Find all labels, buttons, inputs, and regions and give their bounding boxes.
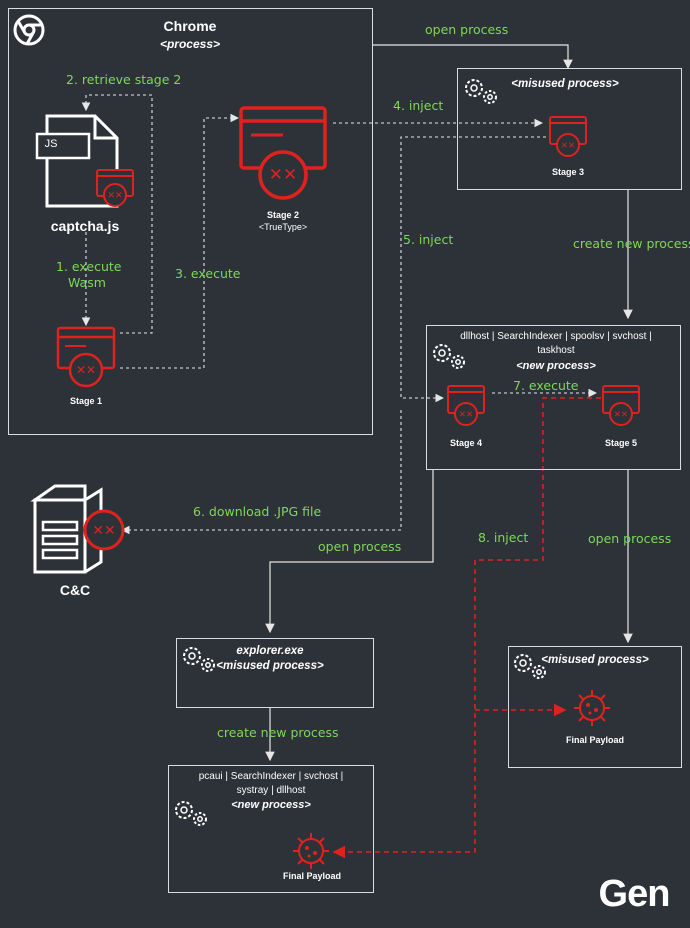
final-payload-right-label: Final Payload [565,735,625,745]
label-inject-8: 8. inject [478,530,529,545]
stage1-label: Stage 1 [69,396,102,406]
new-process-box-bottom [168,765,374,893]
new-process-mid-subtitle: <new process> [516,360,596,372]
stage3-label: Stage 3 [551,167,584,177]
edge-inject-5 [400,136,552,403]
stage1-malware-icon: ✕✕ [56,326,116,388]
js-file-ext: JS [44,138,58,150]
new-process-box-mid [426,325,681,470]
gen-logo: Gen [598,873,671,915]
stage5-label: Stage 5 [604,438,637,448]
label-execute-7: 7. execute [513,378,579,393]
edge-open-process-1 [373,44,573,70]
new-process-bottom-line2: systray | dllhost [236,785,306,796]
virus-icon [293,833,329,869]
edge-execute-3 [120,113,240,369]
svg-text:✕✕: ✕✕ [561,141,575,151]
explorer-box [176,638,374,708]
label-execute-1-wasm: Wasm [68,275,106,290]
edge-download-6 [120,410,402,535]
label-create-new-process-2: create new process [217,725,339,740]
stage4-malware-icon: ✕✕ [447,385,485,426]
label-open-process-1: open process [425,22,509,37]
new-process-mid-line1: dllhost | SearchIndexer | spoolsv | svch… [460,331,652,342]
new-process-mid-line2: taskhost [537,345,575,356]
malware-skull-icon: ✕✕ [96,169,134,207]
gears-icon [175,801,207,826]
edge-open-process-2 [265,470,434,634]
stage2-sublabel: <TrueType> [258,222,308,232]
chrome-process-box [8,8,373,435]
misused-top-title: <misused process> [511,78,619,90]
edge-retrieve-stage2 [81,94,153,334]
server-icon: ✕✕ [30,484,125,574]
misused-right-title: <misused process> [541,654,649,666]
misused-process-box-right [508,646,682,768]
explorer-title: explorer.exe [236,645,304,657]
stage4-label: Stage 4 [449,438,482,448]
label-retrieve-stage2: 2. retrieve stage 2 [66,72,182,87]
final-payload-bottom-label: Final Payload [282,871,342,881]
gears-icon [183,647,215,672]
label-download-6: 6. download .JPG file [193,504,322,519]
gears-icon [514,654,546,679]
svg-text:✕✕: ✕✕ [92,523,115,539]
virus-icon [574,690,610,726]
captcha-filename: captcha.js [50,218,120,234]
cnc-label: C&C [59,582,91,598]
svg-text:✕✕: ✕✕ [76,363,96,377]
stage2-label: Stage 2 [266,210,299,220]
svg-text:✕✕: ✕✕ [459,410,473,420]
chrome-subtitle: <process> [159,37,221,51]
gears-icon [433,344,465,369]
new-process-bottom-subtitle: <new process> [231,799,311,811]
svg-text:✕✕: ✕✕ [269,165,298,185]
new-process-bottom-line1: pcaui | SearchIndexer | svchost | [198,771,344,782]
label-inject-5: 5. inject [403,232,454,247]
stage3-malware-icon: ✕✕ [549,116,587,157]
stage2-malware-icon: ✕✕ [239,106,327,200]
edge-inject-8-main [332,397,610,859]
label-create-new-process-1: create new process [573,236,690,251]
stage5-malware-icon: ✕✕ [602,385,640,426]
explorer-subtitle: <misused process> [216,660,324,672]
chrome-icon [13,14,45,46]
label-execute-3: 3. execute [175,266,241,281]
svg-text:✕✕: ✕✕ [614,410,628,420]
misused-process-box-top [457,68,682,190]
label-open-process-2: open process [318,539,402,554]
label-execute-1: 1. execute [56,259,122,274]
js-file-icon [35,114,119,208]
svg-text:✕✕: ✕✕ [107,191,122,201]
gears-icon [465,79,497,104]
chrome-title: Chrome [163,18,217,34]
label-inject-4: 4. inject [393,98,444,113]
label-open-process-3: open process [588,531,672,546]
